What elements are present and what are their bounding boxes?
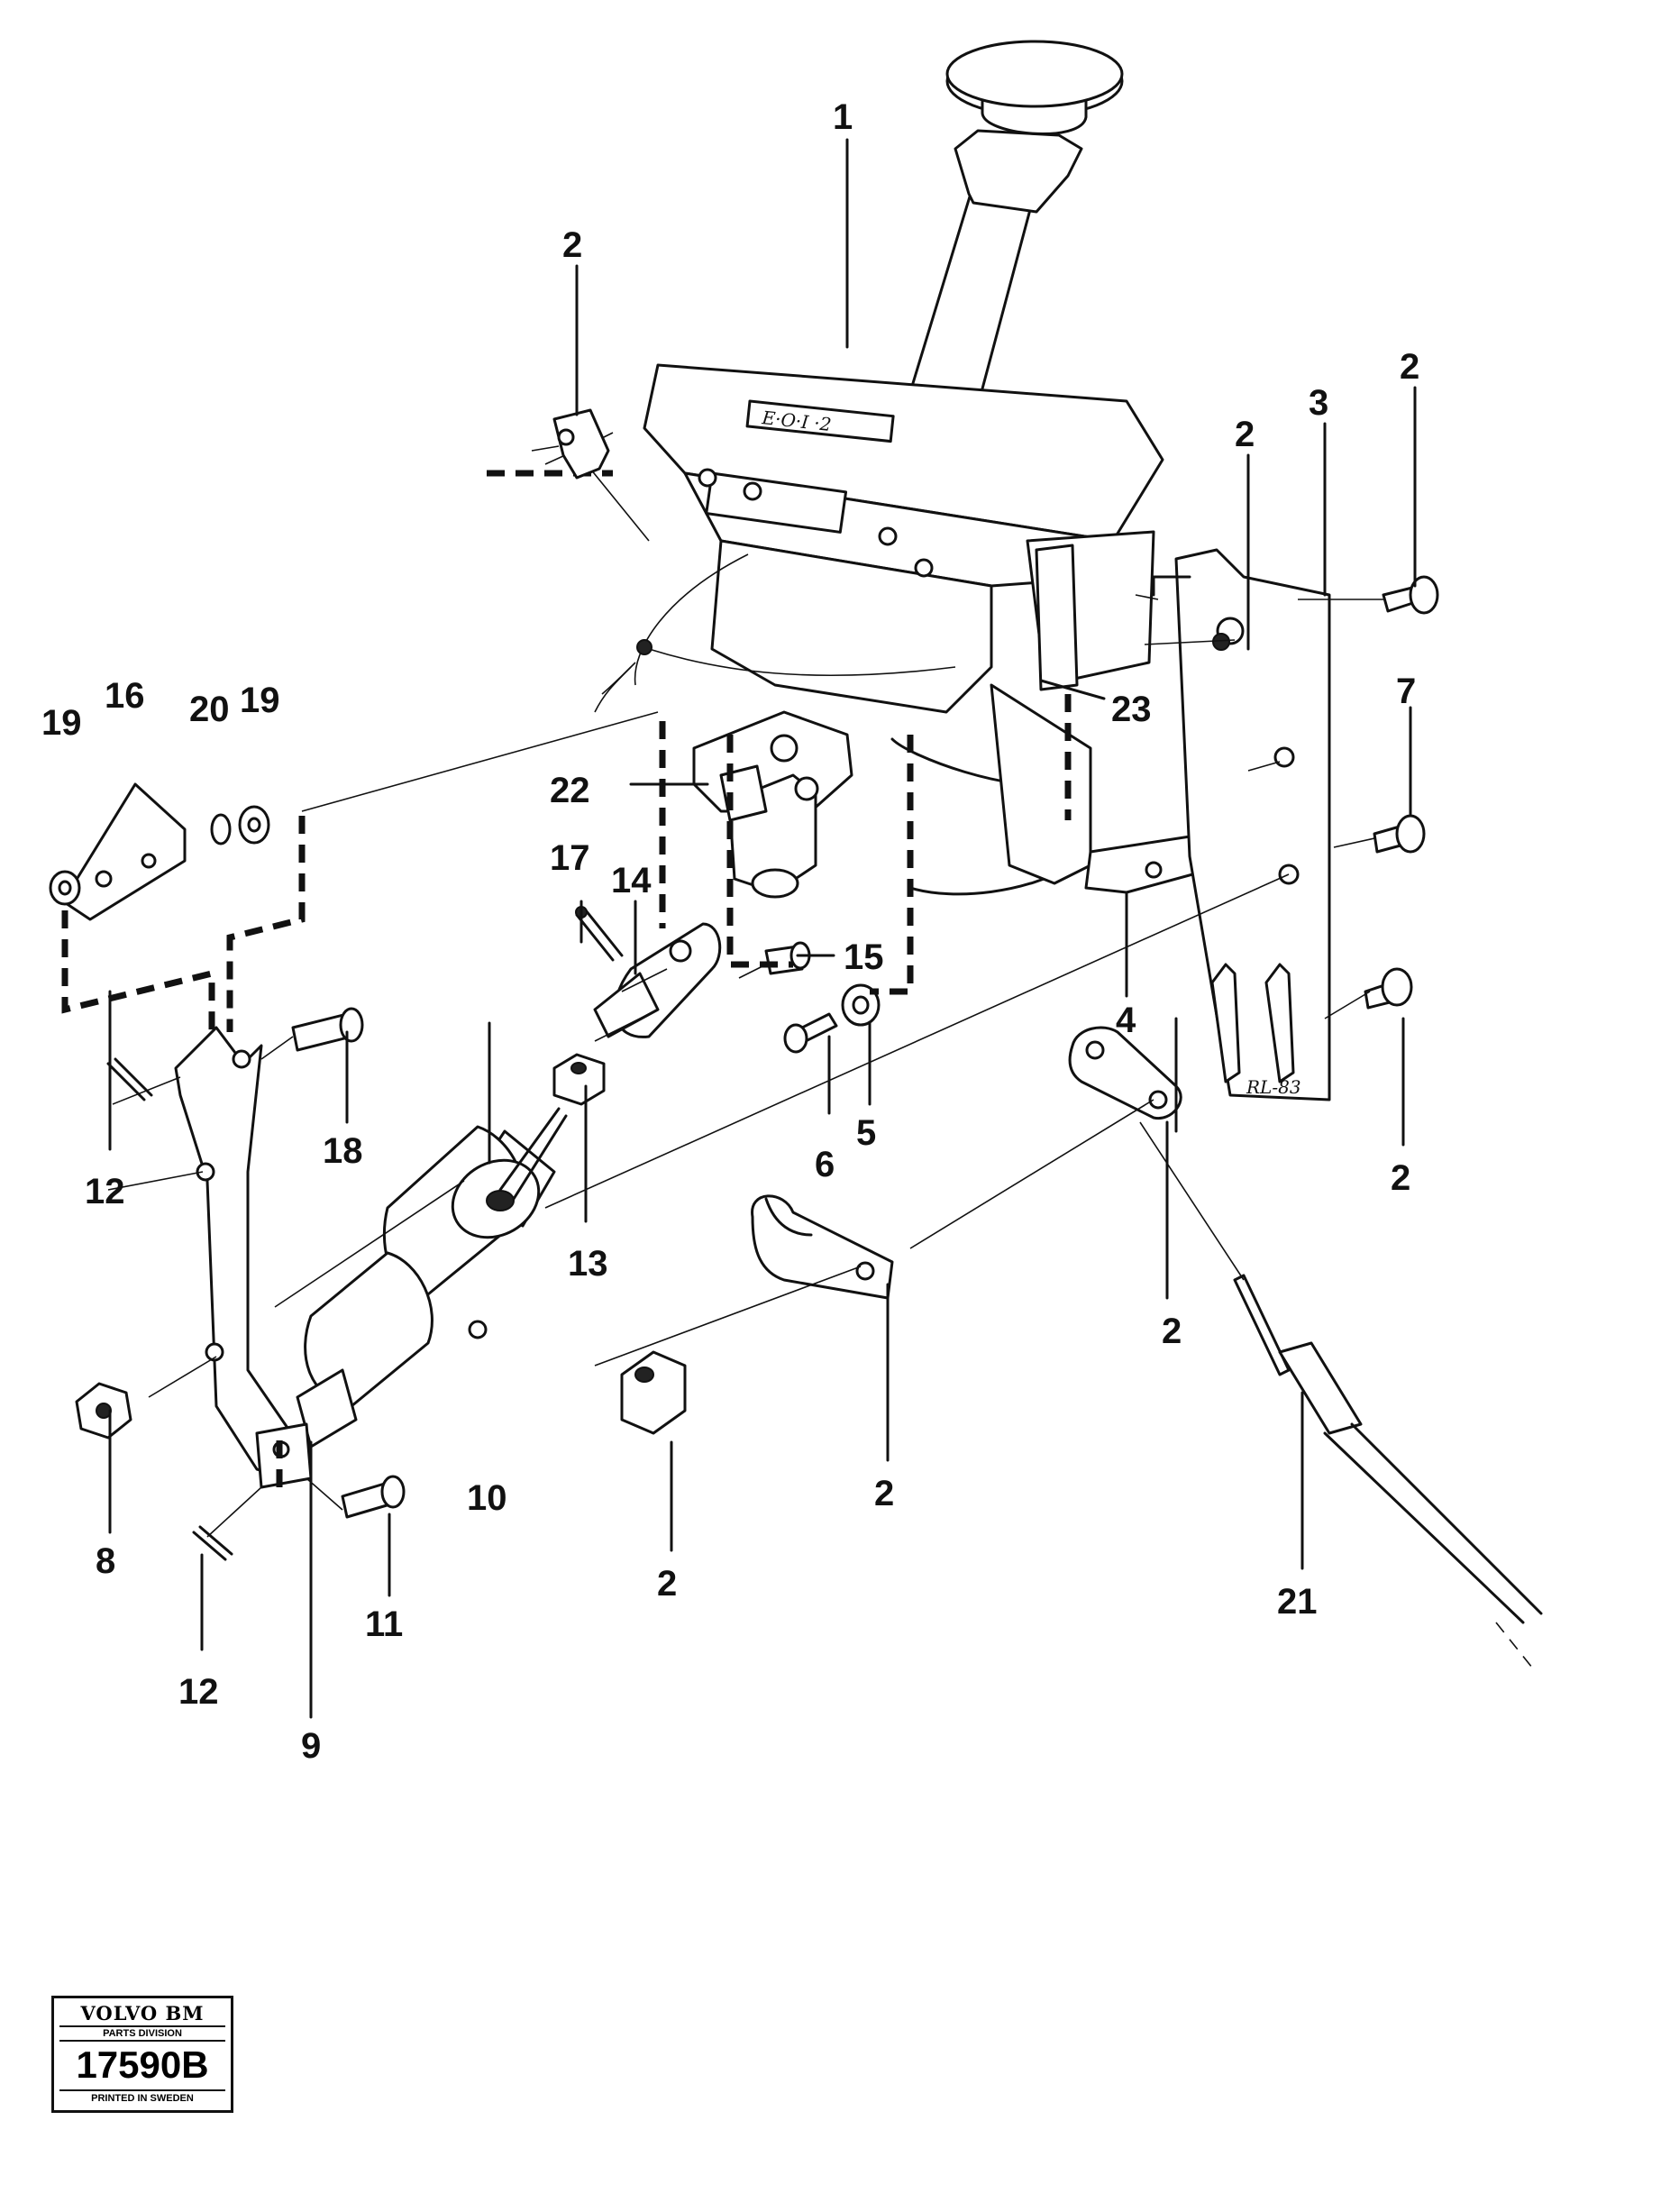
callout-16: 16 (105, 676, 145, 716)
dashed-assembly-lines (61, 470, 1072, 1487)
cotter-pin-12-upper (106, 1057, 153, 1101)
rod-end (593, 922, 722, 1038)
volvo-bm-stamp: VOLVO BM PARTS DIVISION 17590B PRINTED I… (51, 1996, 233, 2113)
screw-6 (783, 1012, 838, 1054)
callout-1: 1 (833, 97, 853, 137)
gear-shift-lever (908, 40, 1124, 407)
screw-7 (1373, 814, 1426, 854)
push-pull-cable (1233, 1274, 1543, 1668)
callout-labels: 1 2 2 2 2 2 2 2 3 4 5 6 7 8 9 10 11 12 1… (41, 97, 1419, 1766)
callout-13: 13 (568, 1244, 608, 1284)
callout-2-link-plate: 2 (1162, 1312, 1182, 1351)
callout-19-left: 19 (41, 703, 82, 743)
pin-18 (291, 1007, 364, 1052)
callout-12-upper: 12 (85, 1172, 125, 1211)
lock-nut-8 (75, 1382, 132, 1440)
gear-selector-housing: E·O·I ·2 (643, 363, 1164, 714)
callout-19-right: 19 (240, 681, 280, 720)
gear-switch-assembly (594, 553, 956, 899)
callout-4: 4 (1116, 1001, 1136, 1040)
clevis-pin-15 (764, 941, 811, 975)
callout-2-top-right: 2 (1400, 347, 1419, 387)
callout-10: 10 (467, 1478, 507, 1518)
callout-3: 3 (1309, 383, 1328, 423)
alignment-lines (107, 432, 1383, 1538)
callout-6: 6 (815, 1145, 835, 1184)
stamp-number: 17590B (76, 2043, 209, 2086)
mounting-bracket-plate (1152, 548, 1331, 1101)
callout-14: 14 (611, 861, 652, 900)
callout-8: 8 (96, 1541, 115, 1581)
lever-arm (174, 1026, 313, 1489)
callout-7: 7 (1396, 672, 1416, 711)
cable-clamp (751, 1194, 894, 1300)
washer-5 (841, 983, 881, 1027)
pin-11 (341, 1475, 406, 1519)
small-bracket-top (552, 408, 610, 480)
callout-9: 9 (301, 1726, 321, 1766)
callout-2-nut: 2 (657, 1564, 677, 1604)
callout-18: 18 (323, 1131, 363, 1171)
callout-23: 23 (1111, 690, 1152, 729)
stamp-division: PARTS DIVISION (59, 2025, 225, 2042)
callout-2-top-left: 2 (562, 225, 582, 265)
callout-11: 11 (365, 1604, 403, 1644)
callout-2-bracket-upper: 2 (1235, 415, 1255, 454)
callout-5: 5 (856, 1113, 876, 1153)
callout-17: 17 (550, 838, 590, 878)
washer-20 (210, 813, 232, 845)
washer-19-left (49, 870, 81, 906)
screw-lower-right (1364, 967, 1413, 1010)
hex-nut (620, 1350, 687, 1435)
callout-22: 22 (550, 771, 590, 810)
link-plate (1068, 1026, 1182, 1120)
callout-15: 15 (844, 937, 884, 977)
cable-end-cylinder (296, 1107, 568, 1449)
stamp-printed: PRINTED IN SWEDEN (59, 2089, 225, 2106)
cotter-pin-17 (575, 906, 624, 962)
artist-signature: RL-83 (1246, 1076, 1301, 1098)
cotter-pin-12-lower (192, 1525, 233, 1561)
callout-12-lower: 12 (178, 1672, 219, 1712)
leader-lines (108, 138, 1417, 1719)
plate-16 (61, 782, 187, 921)
callout-21: 21 (1277, 1582, 1318, 1622)
nut-13 (552, 1053, 606, 1106)
washer-19-right (238, 805, 270, 845)
callout-2-lower-right: 2 (1391, 1158, 1410, 1198)
callout-2-clamp: 2 (874, 1474, 894, 1513)
screw-top-right (1382, 575, 1439, 615)
stamp-brand: VOLVO BM (80, 2002, 205, 2025)
callout-20: 20 (189, 690, 230, 729)
